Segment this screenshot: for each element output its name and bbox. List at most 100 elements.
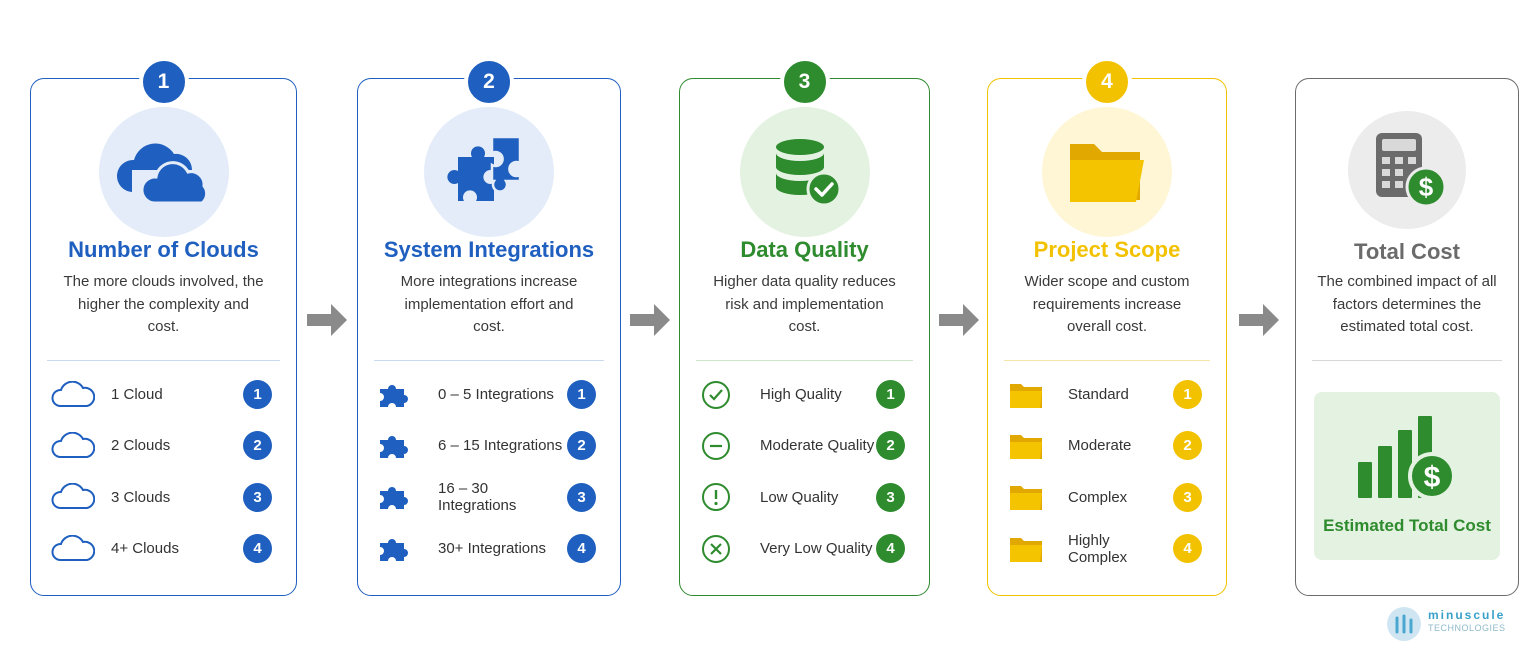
list-item: 4+ Clouds 4 — [51, 523, 272, 574]
item-label: Very Low Quality — [760, 540, 873, 558]
card-project-scope: 4 Project Scope Wider scope and custom r… — [987, 57, 1227, 596]
item-label: 2 Clouds — [111, 437, 171, 455]
list-item: Moderate 2 — [1008, 420, 1202, 471]
item-badge: 3 — [1173, 482, 1202, 512]
divider — [374, 360, 604, 361]
database-check-icon — [739, 107, 870, 237]
step-number-badge: 1 — [138, 57, 189, 107]
bar-chart-dollar-icon: $ — [1358, 416, 1456, 500]
item-badge: 3 — [567, 482, 596, 512]
item-badge: 1 — [567, 380, 596, 410]
list-item: 3 Clouds 3 — [51, 472, 272, 523]
card-title: Project Scope — [1033, 237, 1181, 262]
item-label: 4+ Clouds — [111, 540, 179, 558]
arrow-right-icon — [1239, 304, 1279, 336]
item-label: 3 Clouds — [111, 488, 171, 506]
card-description: More integrations increase implementatio… — [400, 273, 578, 335]
item-badge: 4 — [243, 534, 272, 564]
arrow-right-icon — [307, 304, 347, 336]
list-item: Complex 3 — [1008, 472, 1202, 523]
card-data-quality: 3 Data Quality Higher data quality reduc… — [679, 57, 930, 596]
minus-circle-icon — [700, 431, 750, 461]
list-item: Highly Complex 4 — [1008, 523, 1202, 574]
item-label: Standard — [1068, 386, 1129, 404]
list-item: 0 – 5 Integrations 1 — [378, 369, 596, 420]
item-label: Moderate — [1068, 437, 1132, 455]
arrow-right-icon — [630, 304, 670, 336]
divider — [696, 360, 913, 361]
divider — [47, 360, 280, 361]
exclamation-circle-icon — [700, 482, 750, 512]
card-title: System Integrations — [383, 237, 595, 262]
item-label: 30+ Integrations — [438, 540, 546, 558]
brand-logo: minuscule TECHNOLOGIES — [1386, 604, 1516, 644]
option-list: High Quality 1 Moderate Quality 2 Low Qu… — [700, 369, 905, 574]
puzzle-piece-icon — [378, 482, 428, 512]
puzzle-piece-icon — [378, 534, 428, 564]
list-item: Low Quality 3 — [700, 472, 905, 523]
item-label: Moderate Quality — [760, 437, 875, 455]
item-badge: 1 — [243, 380, 272, 410]
brand-name: minuscule — [1428, 608, 1506, 622]
item-label: Low Quality — [760, 488, 839, 506]
puzzle-piece-icon — [378, 431, 428, 461]
svg-text:$: $ — [1419, 172, 1434, 202]
folder-icon — [1042, 107, 1172, 237]
card-system-integrations: 2 System Integrations More integrations … — [357, 57, 621, 596]
item-label: 1 Cloud — [111, 386, 163, 404]
card-number-of-clouds: 1 Number of Clouds The more clouds invol… — [30, 57, 297, 596]
item-badge: 2 — [876, 431, 905, 461]
item-label: 16 – 30 Integrations — [438, 480, 517, 515]
folder-icon — [1008, 534, 1058, 564]
brand-subtitle: TECHNOLOGIES — [1428, 623, 1506, 633]
cloud-outline-icon — [51, 482, 101, 512]
list-item: 30+ Integrations 4 — [378, 523, 596, 574]
step-number-badge: 2 — [464, 57, 514, 107]
arrow-right-icon — [939, 304, 979, 336]
item-badge: 2 — [567, 431, 596, 461]
list-item: 1 Cloud 1 — [51, 369, 272, 420]
cloud-outline-icon — [51, 534, 101, 564]
card-title: Total Cost — [1354, 239, 1460, 264]
step-number-badge: 3 — [779, 57, 830, 107]
card-description: The combined impact of all factors deter… — [1317, 273, 1497, 335]
item-badge: 4 — [567, 534, 596, 564]
option-list: 1 Cloud 1 2 Clouds 2 3 Clouds 3 4+ Cloud… — [51, 369, 272, 574]
option-list: Standard 1 Moderate 2 Complex 3 Highly C… — [1008, 369, 1202, 574]
list-item: Moderate Quality 2 — [700, 420, 905, 471]
item-badge: 1 — [1173, 380, 1202, 410]
item-label: 6 – 15 Integrations — [438, 437, 563, 455]
estimated-total-label: Estimated Total Cost — [1323, 516, 1491, 535]
item-label: Highly Complex — [1068, 531, 1128, 566]
list-item: 2 Clouds 2 — [51, 420, 272, 471]
item-label: High Quality — [760, 386, 842, 404]
item-badge: 4 — [1173, 534, 1202, 564]
list-item: 16 – 30 Integrations 3 — [378, 472, 596, 523]
card-total-cost: $ Total Cost The combined impact of all … — [1295, 78, 1519, 596]
step-number-badge: 4 — [1082, 57, 1132, 107]
list-item: Standard 1 — [1008, 369, 1202, 420]
item-label: 0 – 5 Integrations — [438, 386, 554, 404]
calculator-dollar-icon: $ — [1348, 111, 1466, 229]
option-list: 0 – 5 Integrations 1 6 – 15 Integrations… — [378, 369, 596, 574]
list-item: 6 – 15 Integrations 2 — [378, 420, 596, 471]
folder-icon — [1008, 380, 1058, 410]
cloud-outline-icon — [51, 380, 101, 410]
card-description: Higher data quality reduces risk and imp… — [713, 273, 896, 335]
card-title: Number of Clouds — [68, 237, 259, 262]
x-circle-icon — [700, 534, 750, 564]
item-badge: 2 — [1173, 431, 1202, 461]
puzzle-icon — [424, 107, 554, 237]
list-item: High Quality 1 — [700, 369, 905, 420]
cloud-icon — [98, 107, 229, 237]
svg-text:$: $ — [1424, 461, 1441, 494]
cloud-outline-icon — [51, 431, 101, 461]
item-badge: 1 — [876, 380, 905, 410]
divider — [1004, 360, 1210, 361]
item-badge: 2 — [243, 431, 272, 461]
brand-mark-icon — [1387, 607, 1421, 641]
folder-icon — [1008, 431, 1058, 461]
item-badge: 3 — [876, 482, 905, 512]
estimated-total-box: $ Estimated Total Cost — [1314, 392, 1500, 560]
card-description: The more clouds involved, the higher the… — [63, 273, 264, 335]
